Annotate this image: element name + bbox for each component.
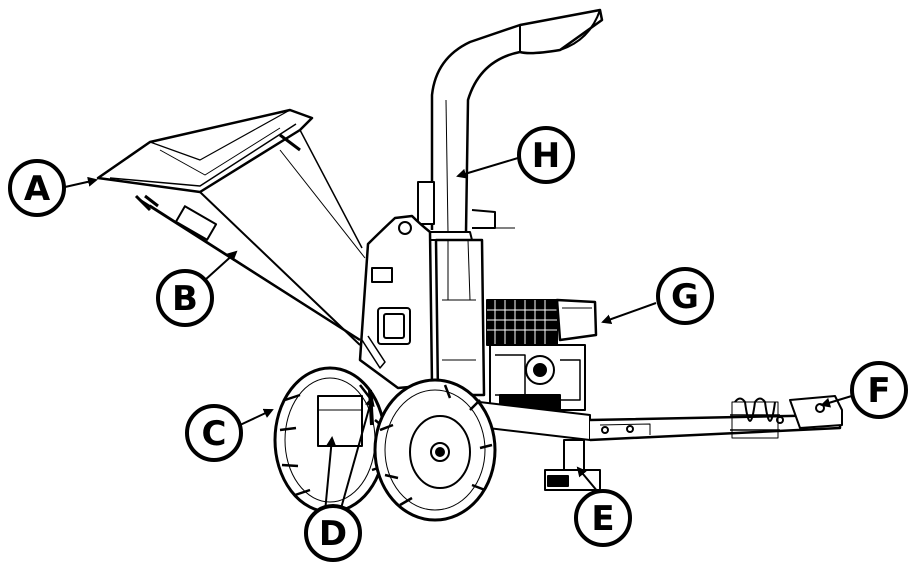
callout-e: E (574, 489, 632, 547)
callout-g-label: G (671, 277, 699, 317)
tow-spring (730, 397, 780, 439)
callout-a-label: A (24, 169, 51, 209)
callout-c-label: C (202, 414, 227, 454)
callout-d-label: D (319, 514, 347, 554)
callout-a: A (8, 159, 66, 217)
callout-g: G (656, 267, 714, 325)
callout-h-label: H (532, 136, 560, 176)
callout-leaders (64, 157, 856, 513)
callout-e-label: E (591, 499, 614, 539)
callout-b-label: B (172, 279, 198, 319)
chipper-housing (358, 214, 486, 397)
callout-d: D (304, 504, 362, 562)
discharge-chute (417, 8, 604, 241)
callout-c: C (185, 404, 243, 462)
feed-hopper (96, 108, 366, 346)
rear-stand (544, 439, 601, 491)
callout-b: B (156, 269, 214, 327)
wheels (273, 366, 497, 522)
callout-f: F (850, 361, 908, 419)
engine (486, 298, 598, 411)
callout-h: H (517, 126, 575, 184)
callout-f-label: F (867, 371, 890, 411)
